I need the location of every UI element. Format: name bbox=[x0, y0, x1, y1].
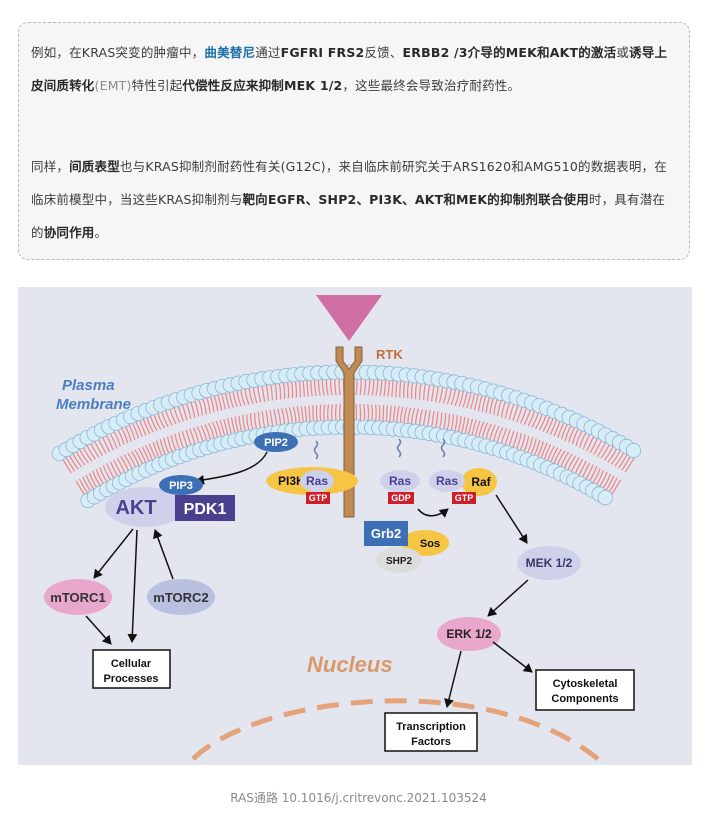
text-segment: 时，具有潜在的 bbox=[31, 192, 666, 240]
rtk-body bbox=[335, 346, 363, 518]
pi3k-anchor bbox=[313, 440, 319, 460]
text-segment: 。 bbox=[94, 225, 108, 240]
svg-text:PIP3: PIP3 bbox=[169, 480, 193, 492]
membrane-label-1: Plasma bbox=[62, 377, 115, 394]
ras-gtp-node bbox=[429, 470, 465, 492]
svg-text:Ras: Ras bbox=[389, 474, 411, 488]
rtk-receptor: RTK bbox=[316, 295, 403, 518]
svg-text:Components: Components bbox=[551, 693, 618, 705]
cellular-processes-box bbox=[92, 649, 171, 689]
svg-text:Factors: Factors bbox=[411, 736, 451, 748]
cytoskeletal-box bbox=[535, 669, 635, 711]
ras-gdp-anchor bbox=[396, 438, 402, 458]
text-box: 例如，在KRAS突变的肿瘤中，曲美替尼通过FGFRI FRS2反馈、ERBB2 … bbox=[18, 22, 690, 260]
svg-text:Transcription: Transcription bbox=[396, 721, 466, 733]
gtp-badge-raf bbox=[452, 492, 476, 504]
text-segment: 同样， bbox=[31, 159, 70, 174]
pdk1-node bbox=[175, 495, 235, 521]
text-segment: 特性引起 bbox=[131, 78, 183, 93]
text-segment: 间质表型 bbox=[69, 159, 120, 174]
grb2-node bbox=[364, 521, 408, 546]
paragraph-1: 例如，在KRAS突变的肿瘤中，曲美替尼通过FGFRI FRS2反馈、ERBB2 … bbox=[31, 36, 677, 102]
text-segment: FGFRI FRS2 bbox=[280, 45, 365, 60]
svg-text:GTP: GTP bbox=[455, 493, 474, 503]
text-segment: 协同作用 bbox=[43, 225, 95, 240]
svg-text:ERK 1/2: ERK 1/2 bbox=[446, 627, 492, 641]
svg-text:Grb2: Grb2 bbox=[371, 526, 401, 541]
svg-text:Cellular: Cellular bbox=[111, 658, 152, 670]
text-segment: 曲美替尼 bbox=[204, 45, 256, 60]
mtorc2-to-akt-arrow bbox=[153, 529, 174, 580]
ligand-triangle bbox=[316, 295, 382, 341]
svg-text:Sos: Sos bbox=[420, 538, 440, 550]
gdp-badge bbox=[388, 492, 414, 504]
ras-pathway-diagram: Plasma Membrane RTK PIP2 AKT PIP3 PDK1 P… bbox=[18, 287, 692, 765]
raf-to-mek-arrow bbox=[495, 494, 528, 544]
pip2-node bbox=[254, 432, 298, 452]
svg-text:mTORC2: mTORC2 bbox=[153, 590, 208, 605]
erk-node bbox=[437, 617, 501, 651]
raf-node bbox=[461, 468, 497, 496]
text-segment: 靶向EGFR、SHP2、PI3K、AKT和MEK的抑制剂联合使用 bbox=[242, 192, 589, 207]
gdp-to-gtp-arrow bbox=[417, 508, 449, 518]
ras-gdp-node bbox=[380, 470, 420, 492]
ras-gtp-anchor bbox=[440, 438, 446, 458]
rtk-label: RTK bbox=[376, 347, 403, 362]
erk-to-transcription-arrow bbox=[444, 650, 462, 708]
mtorc1-to-cellular-arrow bbox=[85, 615, 112, 645]
figure-caption: RAS通路 10.1016/j.critrevonc.2021.103524 bbox=[230, 791, 487, 805]
akt-node bbox=[105, 487, 185, 527]
mek-node bbox=[517, 546, 581, 580]
svg-text:Cytoskeletal: Cytoskeletal bbox=[553, 678, 618, 690]
mek-to-erk-arrow bbox=[487, 579, 529, 617]
text-segment: 通过 bbox=[255, 45, 281, 60]
text-segment: ，这些最终会导致治疗耐药性。 bbox=[342, 78, 521, 93]
text-segment: 代偿性反应来抑制MEK 1/2 bbox=[182, 78, 343, 93]
svg-text:mTORC1: mTORC1 bbox=[50, 590, 105, 605]
svg-text:PIP2: PIP2 bbox=[264, 437, 288, 449]
svg-text:Raf: Raf bbox=[471, 475, 491, 489]
svg-text:Ras: Ras bbox=[306, 474, 328, 488]
text-segment: ERBB2 /3介导的MEK和AKT的激活 bbox=[402, 45, 617, 60]
shp2-node bbox=[376, 547, 422, 573]
paragraph-2: 同样，间质表型也与KRAS抑制剂耐药性有关(G12C)，来自临床前研究关于ARS… bbox=[31, 150, 677, 249]
text-segment: 也与KRAS抑制剂耐药性有关(G12C)，来自临床前研究关于ARS1620和AM… bbox=[31, 159, 667, 207]
gtp-badge-pi3k bbox=[306, 492, 330, 504]
membrane-label-2: Membrane bbox=[56, 396, 131, 413]
transcription-box bbox=[384, 712, 478, 752]
svg-text:SHP2: SHP2 bbox=[386, 556, 413, 567]
svg-text:Processes: Processes bbox=[103, 673, 158, 685]
svg-text:PDK1: PDK1 bbox=[184, 501, 227, 518]
text-segment: 诱导上皮间质转化 bbox=[31, 45, 668, 93]
svg-text:GTP: GTP bbox=[309, 493, 328, 503]
mtorc2-node bbox=[147, 579, 215, 615]
text-segment: 例如，在KRAS突变的肿瘤中， bbox=[31, 45, 205, 60]
text-segment: (EMT) bbox=[94, 78, 132, 93]
sos-node bbox=[401, 530, 449, 556]
akt-to-mtorc1-arrow bbox=[93, 528, 134, 579]
pip3-node bbox=[159, 475, 203, 495]
mtorc1-node bbox=[44, 579, 112, 615]
akt-to-cellular-arrow bbox=[127, 529, 138, 643]
svg-text:PI3K: PI3K bbox=[278, 474, 305, 488]
svg-text:GDP: GDP bbox=[391, 493, 411, 503]
text-segment: 反馈、 bbox=[364, 45, 403, 60]
svg-text:MEK 1/2: MEK 1/2 bbox=[526, 556, 573, 570]
ras-pi3k-node bbox=[300, 470, 334, 492]
erk-to-cyto-arrow bbox=[492, 641, 533, 673]
nucleus-label: Nucleus bbox=[307, 652, 393, 677]
svg-text:AKT: AKT bbox=[115, 497, 156, 519]
pip2-to-pip3-arrow bbox=[195, 451, 268, 485]
nucleus-envelope bbox=[191, 698, 600, 761]
svg-text:Ras: Ras bbox=[436, 474, 458, 488]
text-segment: 或 bbox=[616, 45, 630, 60]
